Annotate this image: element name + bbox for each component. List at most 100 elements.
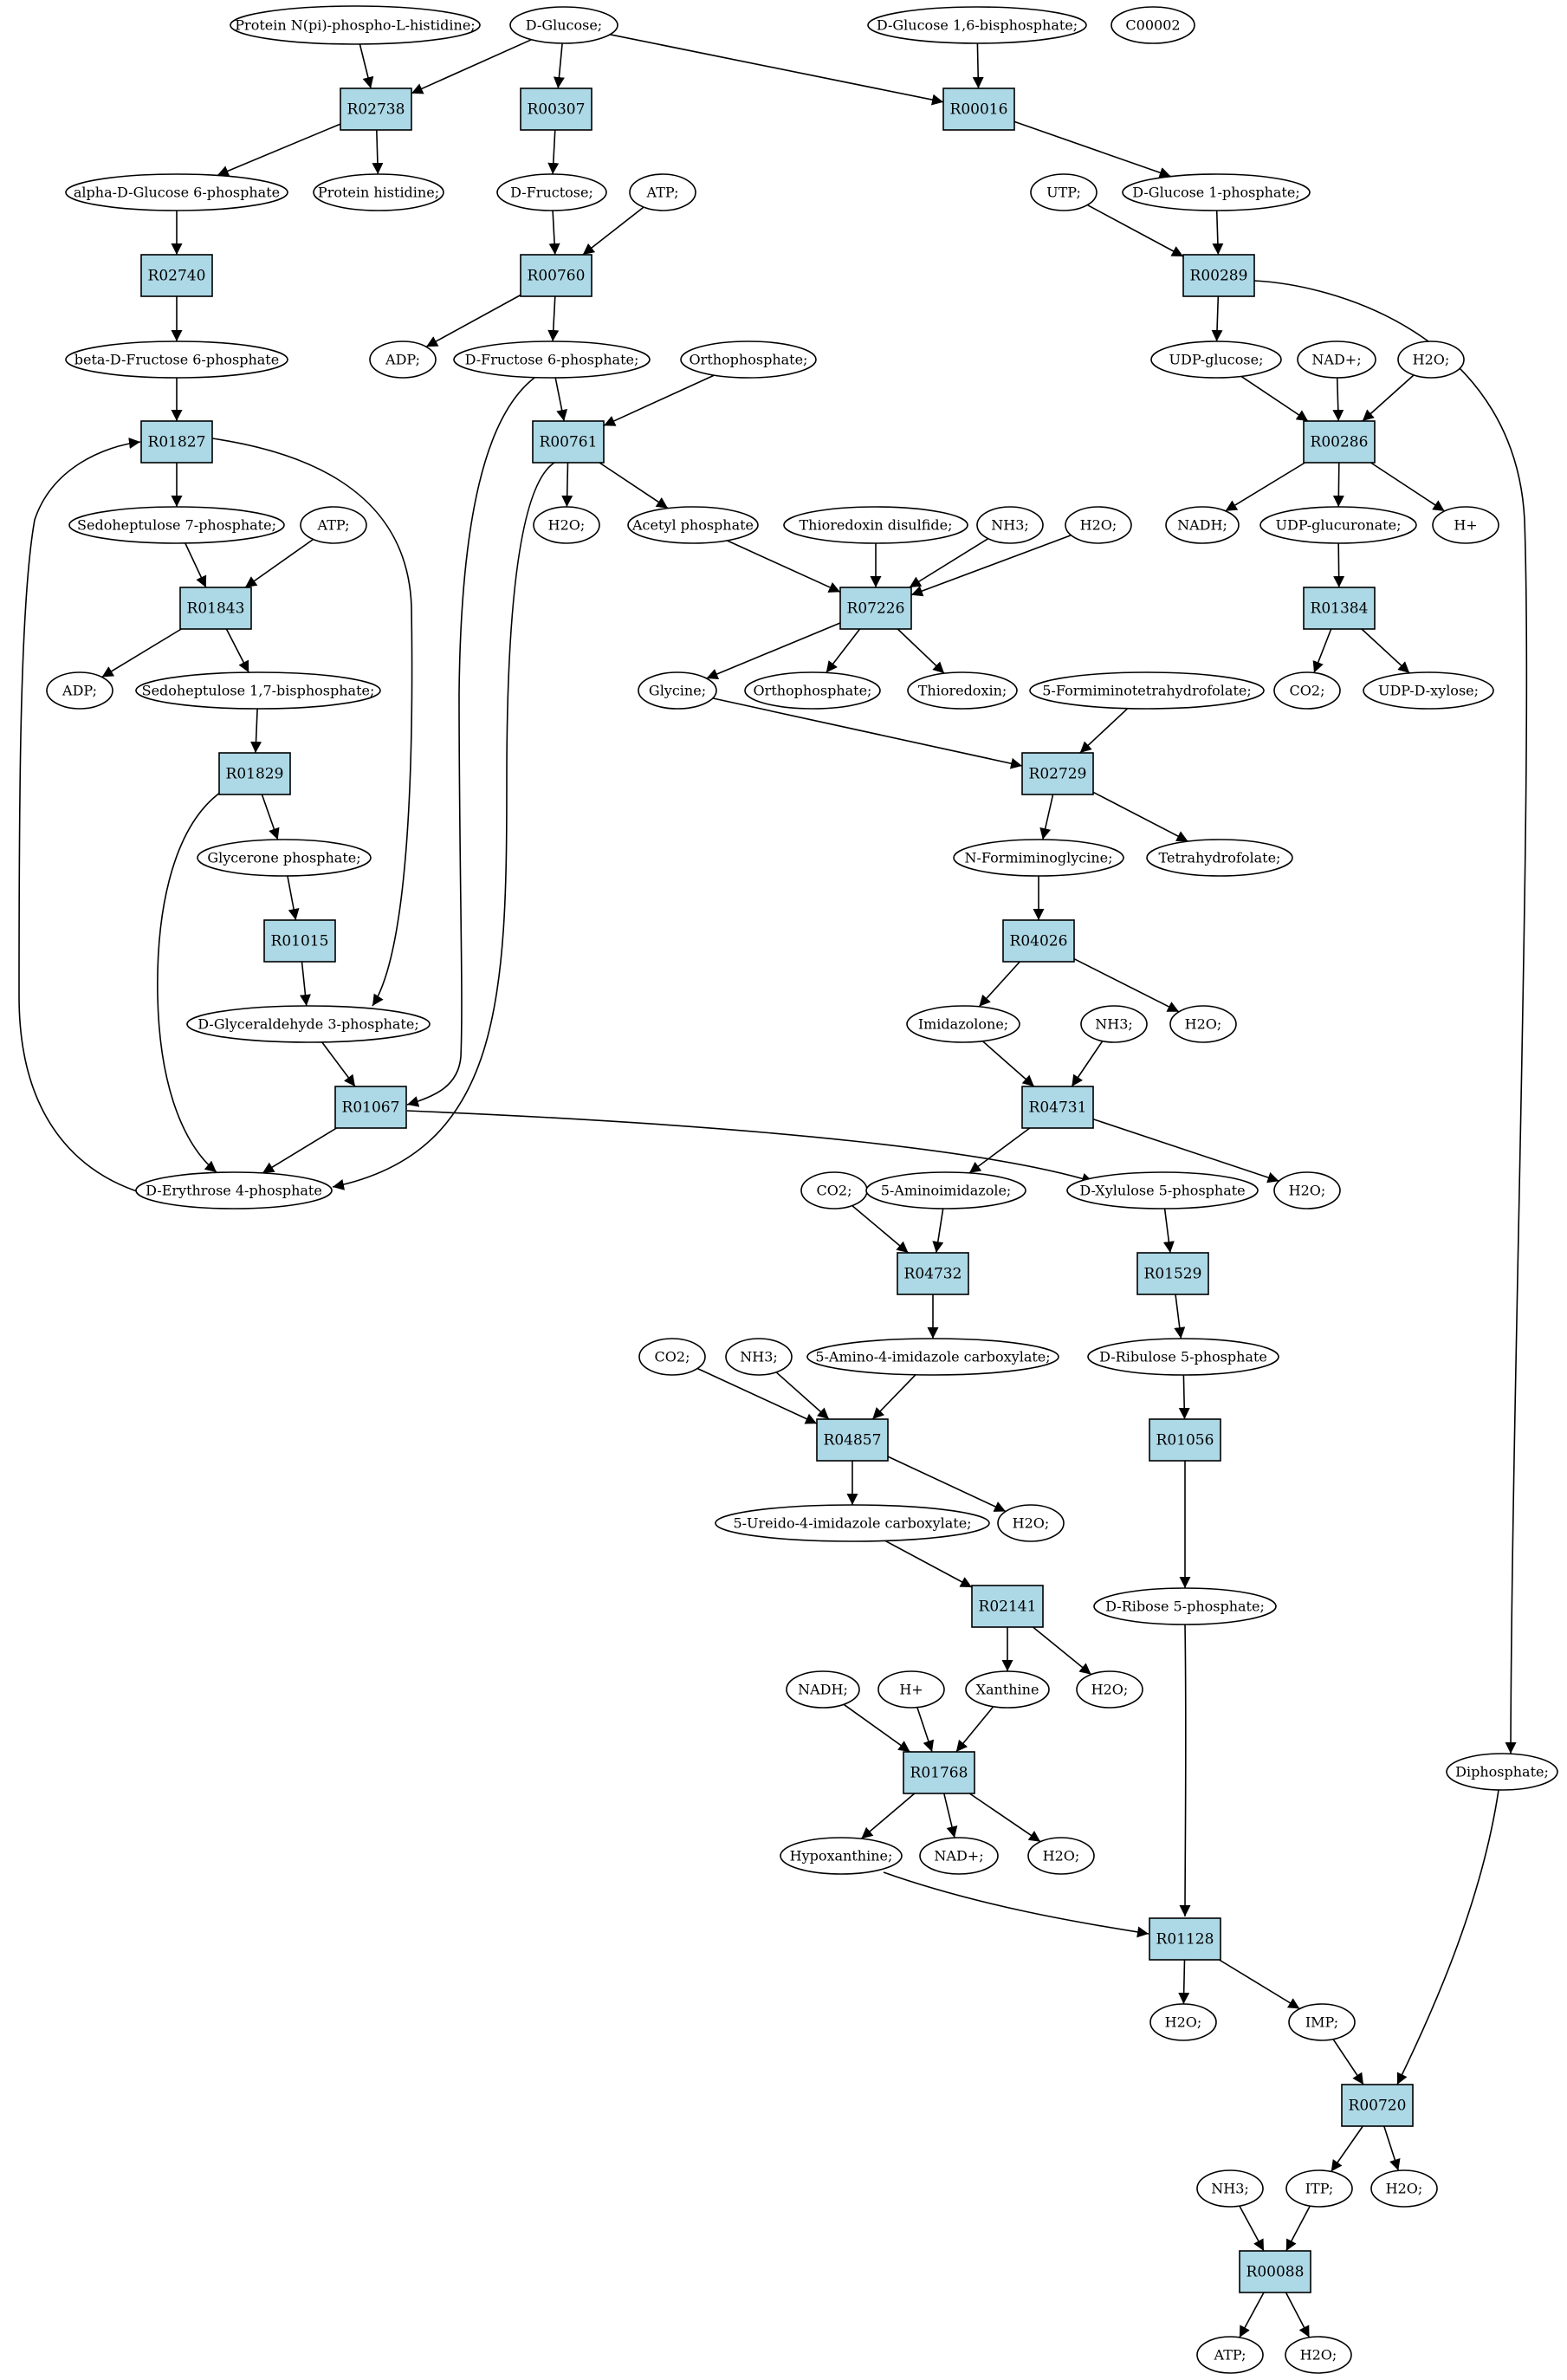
compound-node[interactable]: alpha-D-Glucose 6-phosphate bbox=[65, 173, 288, 211]
compound-node[interactable]: UDP-D-xylose; bbox=[1363, 671, 1494, 710]
compound-node[interactable]: ADP; bbox=[46, 671, 113, 710]
compound-node[interactable]: NAD+; bbox=[1297, 340, 1376, 379]
compound-node[interactable]: Diphosphate; bbox=[1446, 1753, 1558, 1791]
compound-node[interactable]: Protein histidine; bbox=[313, 173, 444, 211]
compound-node[interactable]: IMP; bbox=[1288, 2003, 1356, 2041]
edge-R04026-to-h2o4 bbox=[1073, 957, 1180, 1013]
reaction-node[interactable]: R02738 bbox=[340, 88, 412, 131]
reaction-node[interactable]: R04731 bbox=[1021, 1086, 1094, 1129]
compound-node[interactable]: CO2; bbox=[638, 1338, 706, 1376]
reaction-node[interactable]: R04857 bbox=[816, 1418, 889, 1462]
compound-node[interactable]: Hypoxanthine; bbox=[780, 1837, 903, 1875]
reaction-node[interactable]: R02740 bbox=[140, 254, 213, 297]
compound-node[interactable]: D-Fructose; bbox=[496, 173, 607, 211]
compound-node[interactable]: H2O; bbox=[1273, 1171, 1341, 1209]
compound-node[interactable]: Sedoheptulose 7-phosphate; bbox=[68, 506, 285, 544]
compound-node[interactable]: NADH; bbox=[786, 1670, 860, 1709]
compound-node[interactable]: ADP; bbox=[369, 340, 437, 379]
compound-node[interactable]: D-Ribulose 5-phosphate bbox=[1087, 1338, 1279, 1376]
compound-node[interactable]: H2O; bbox=[1027, 1837, 1095, 1875]
reaction-node[interactable]: R00016 bbox=[942, 88, 1015, 131]
reaction-node[interactable]: R01056 bbox=[1149, 1418, 1221, 1462]
reaction-node[interactable]: R01768 bbox=[903, 1751, 975, 1794]
compound-node[interactable]: Sedoheptulose 1,7-bisphosphate; bbox=[135, 671, 381, 710]
compound-node[interactable]: Thioredoxin disulfide; bbox=[783, 506, 968, 544]
compound-node[interactable]: D-Glucose; bbox=[509, 6, 618, 44]
reaction-node[interactable]: R02729 bbox=[1021, 752, 1094, 795]
compound-node[interactable]: D-Xylulose 5-phosphate bbox=[1066, 1171, 1259, 1209]
compound-node[interactable]: CO2; bbox=[800, 1171, 868, 1209]
reaction-node[interactable]: R01067 bbox=[334, 1086, 407, 1129]
reaction-node[interactable]: R00286 bbox=[1303, 420, 1376, 464]
reaction-node[interactable]: R07226 bbox=[839, 587, 912, 630]
compound-node[interactable]: H+ bbox=[1432, 506, 1499, 544]
compound-node[interactable]: D-Glucose 1-phosphate; bbox=[1122, 173, 1311, 211]
edge-R04731-to-air bbox=[968, 1127, 1031, 1174]
compound-node[interactable]: 5-Aminoimidazole; bbox=[865, 1171, 1026, 1209]
compound-node[interactable]: N-Formiminoglycine; bbox=[953, 839, 1124, 877]
compound-node[interactable]: NH3; bbox=[1080, 1005, 1148, 1043]
compound-node[interactable]: NAD+; bbox=[919, 1837, 999, 1875]
compound-node[interactable]: Glycine; bbox=[638, 671, 717, 710]
compound-node[interactable]: CO2; bbox=[1273, 671, 1341, 710]
reaction-node[interactable]: R01384 bbox=[1303, 587, 1376, 630]
compound-node[interactable]: H+ bbox=[877, 1670, 945, 1709]
reaction-node[interactable]: R01843 bbox=[179, 587, 252, 630]
compound-node[interactable]: ATP; bbox=[629, 173, 696, 211]
reaction-node[interactable]: R00289 bbox=[1182, 254, 1255, 297]
reaction-node[interactable]: R00720 bbox=[1341, 2084, 1414, 2127]
compound-node[interactable]: NH3; bbox=[1196, 2169, 1264, 2208]
compound-node[interactable]: H2O; bbox=[1149, 2003, 1217, 2041]
compound-node[interactable]: H2O; bbox=[1285, 2336, 1352, 2374]
compound-node[interactable]: H2O; bbox=[1169, 1005, 1237, 1043]
reaction-node[interactable]: R04026 bbox=[1002, 919, 1075, 963]
reaction-node[interactable]: R00760 bbox=[520, 254, 592, 297]
reaction-node[interactable]: R00761 bbox=[532, 420, 605, 464]
compound-node[interactable]: Protein N(pi)-phospho-L-histidine; bbox=[230, 5, 481, 45]
reaction-box bbox=[218, 752, 291, 795]
compound-node[interactable]: D-Glucose 1,6-bisphosphate; bbox=[867, 6, 1087, 44]
compound-node[interactable]: H2O; bbox=[1065, 506, 1132, 544]
compound-node[interactable]: ATP; bbox=[1196, 2336, 1264, 2374]
compound-node[interactable]: NADH; bbox=[1165, 506, 1240, 544]
compound-node[interactable]: UDP-glucuronate; bbox=[1259, 506, 1417, 544]
compound-node[interactable]: 5-Formiminotetrahydrofolate; bbox=[1029, 671, 1265, 710]
compound-node[interactable]: D-Ribose 5-phosphate; bbox=[1093, 1587, 1277, 1625]
compound-node[interactable]: UDP-glucose; bbox=[1150, 340, 1282, 379]
compound-node[interactable]: D-Erythrose 4-phosphate bbox=[135, 1171, 333, 1209]
compound-node[interactable]: Tetrahydrofolate; bbox=[1146, 839, 1293, 877]
compound-node[interactable]: H2O; bbox=[1370, 2169, 1438, 2208]
reaction-node[interactable]: R01529 bbox=[1136, 1252, 1209, 1295]
node-label: alpha-D-Glucose 6-phosphate bbox=[74, 185, 280, 201]
compound-node[interactable]: D-Glyceraldehyde 3-phosphate; bbox=[186, 1005, 431, 1043]
compound-node[interactable]: Orthophosphate; bbox=[680, 340, 817, 379]
reaction-node[interactable]: R01015 bbox=[263, 919, 336, 963]
reaction-node[interactable]: R00307 bbox=[520, 88, 592, 131]
compound-node[interactable]: ITP; bbox=[1285, 2169, 1353, 2208]
compound-node[interactable]: Xanthine bbox=[965, 1670, 1050, 1709]
reaction-node[interactable]: R02141 bbox=[971, 1585, 1044, 1628]
compound-node[interactable]: 5-Ureido-4-imidazole carboxylate; bbox=[715, 1504, 990, 1542]
compound-node[interactable]: ATP; bbox=[300, 506, 367, 544]
compound-node[interactable]: C00002 bbox=[1110, 6, 1195, 44]
compound-node[interactable]: Orthophosphate; bbox=[744, 671, 881, 710]
reaction-node[interactable]: R00088 bbox=[1239, 2250, 1311, 2293]
reaction-node[interactable]: R01128 bbox=[1149, 1917, 1221, 1961]
compound-node[interactable]: Glycerone phosphate; bbox=[197, 839, 372, 877]
compound-node[interactable]: H2O; bbox=[1397, 340, 1465, 379]
reaction-node[interactable]: R04732 bbox=[897, 1252, 969, 1295]
compound-node[interactable]: Imidazolone; bbox=[906, 1005, 1020, 1043]
compound-node[interactable]: H2O; bbox=[1076, 1670, 1143, 1709]
compound-node[interactable]: beta-D-Fructose 6-phosphate bbox=[65, 340, 288, 379]
compound-node[interactable]: H2O; bbox=[997, 1504, 1065, 1542]
compound-node[interactable]: NH3; bbox=[725, 1338, 793, 1376]
compound-node[interactable]: Acetyl phosphate bbox=[627, 506, 759, 544]
compound-node[interactable]: D-Fructose 6-phosphate; bbox=[453, 340, 651, 379]
compound-node[interactable]: NH3; bbox=[976, 506, 1044, 544]
compound-node[interactable]: H2O; bbox=[533, 506, 600, 544]
reaction-node[interactable]: R01829 bbox=[218, 752, 291, 795]
compound-node[interactable]: UTP; bbox=[1030, 173, 1098, 211]
reaction-node[interactable]: R01827 bbox=[140, 420, 213, 464]
compound-node[interactable]: Thioredoxin; bbox=[907, 671, 1018, 710]
compound-node[interactable]: 5-Amino-4-imidazole carboxylate; bbox=[806, 1338, 1059, 1376]
